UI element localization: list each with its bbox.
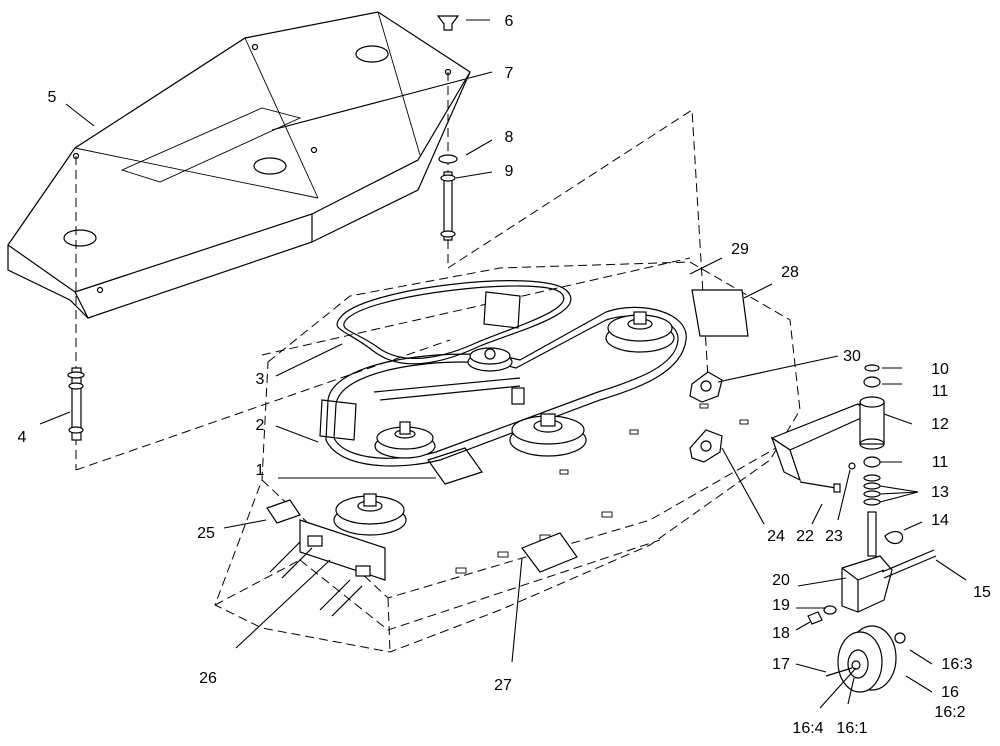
- label-4: 4: [18, 429, 27, 446]
- label-16-3: 16:3: [941, 656, 972, 673]
- label-10: 10: [931, 361, 949, 378]
- spindle-left: [67, 367, 85, 441]
- pulley-front-left: [333, 493, 407, 536]
- mower-deck: [214, 261, 801, 653]
- part-labels: 6 7 5 8 9 29 28 30 10 3 11 4 12 2 11 1 1…: [18, 13, 991, 737]
- label-27: 27: [494, 677, 512, 694]
- label-9: 9: [505, 163, 514, 180]
- label-11-bottom: 11: [932, 454, 949, 471]
- deck-cover: [7, 11, 471, 319]
- label-30: 30: [843, 348, 861, 365]
- label-26: 26: [199, 670, 217, 687]
- label-7: 7: [505, 65, 514, 82]
- label-18: 18: [772, 625, 790, 642]
- front-bracket: [269, 519, 386, 617]
- pulley-left-idler: [374, 421, 436, 459]
- label-13: 13: [931, 484, 949, 501]
- leader-lines: [39, 19, 967, 709]
- label-22: 22: [796, 528, 814, 545]
- pulleys: [333, 311, 675, 536]
- label-16-1: 16:1: [836, 720, 867, 737]
- label-5: 5: [48, 89, 57, 106]
- caster-wheel-assembly: [807, 549, 937, 693]
- label-23: 23: [825, 528, 843, 545]
- label-12: 12: [931, 416, 949, 433]
- label-17: 17: [772, 656, 790, 673]
- knob-and-spindle: [436, 15, 460, 241]
- pulley-idler-mid: [467, 347, 513, 372]
- label-1: 1: [256, 462, 265, 479]
- mount-plates: [689, 371, 723, 463]
- caster-arm: [770, 364, 904, 557]
- label-20: 20: [772, 572, 790, 589]
- label-2: 2: [256, 417, 265, 434]
- label-24: 24: [767, 528, 785, 545]
- label-8: 8: [505, 129, 514, 146]
- label-29: 29: [731, 241, 749, 258]
- label-25: 25: [197, 525, 215, 542]
- label-19: 19: [772, 597, 790, 614]
- label-16-4: 16:4: [792, 720, 823, 737]
- pulley-center: [509, 413, 587, 457]
- label-11-top: 11: [932, 383, 949, 400]
- label-6: 6: [505, 13, 514, 30]
- label-3: 3: [256, 371, 265, 388]
- label-14: 14: [931, 512, 949, 529]
- pulley-right: [605, 311, 675, 353]
- label-28: 28: [781, 264, 799, 281]
- label-16: 16: [941, 684, 959, 701]
- label-15: 15: [973, 584, 991, 601]
- label-16-2: 16:2: [934, 704, 965, 721]
